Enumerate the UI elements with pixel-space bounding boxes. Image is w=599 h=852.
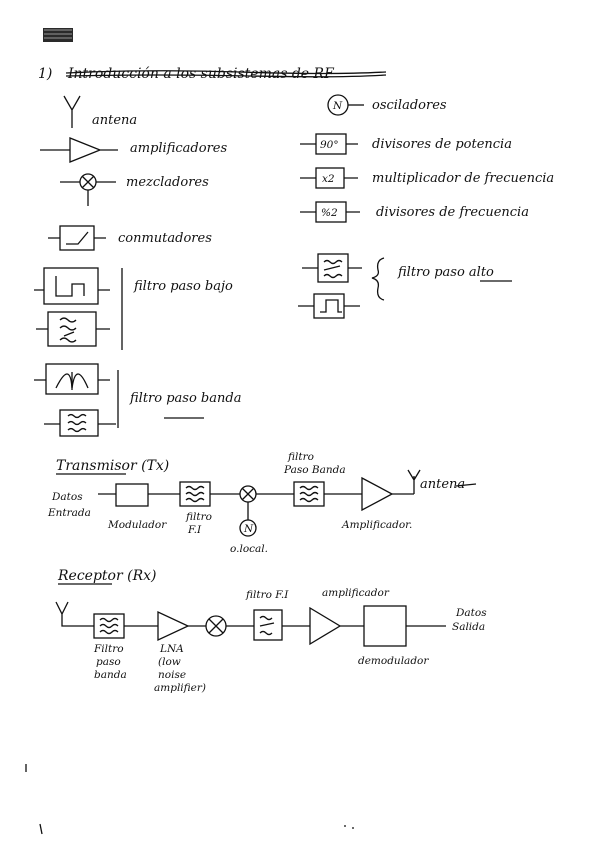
highpass-filter-icon — [298, 293, 360, 319]
rx-filtro-pb-label: Filtro — [93, 643, 124, 655]
mixer-icon — [205, 615, 227, 637]
demodulator-block — [363, 605, 407, 647]
multiplier-icon — [300, 167, 358, 189]
section-number: 1) — [38, 66, 52, 82]
label-divisores-frecuencia: divisores de frecuencia — [376, 205, 529, 220]
label-amplificadores: amplificadores — [130, 141, 227, 156]
tx-modulador-label: Modulador — [107, 519, 167, 531]
title-strike-line — [65, 70, 387, 75]
label-filtro-paso-bajo: filtro paso bajo — [133, 279, 233, 294]
switch-icon — [48, 225, 106, 251]
tx-osc-glyph: N — [243, 523, 254, 535]
bandpass-filter-block — [293, 481, 325, 507]
modulator-block — [115, 483, 149, 507]
div-glyph: 90° — [320, 139, 339, 151]
bandpass-filter-block — [93, 613, 125, 639]
tx-datos-entrada: Entrada — [47, 507, 91, 519]
osc-glyph: N — [332, 100, 343, 112]
antenna-tail — [455, 483, 477, 487]
rx-amplificador-label: amplificador — [322, 587, 390, 599]
rx-datos-salida: Salida — [452, 621, 485, 633]
transmisor-title: Transmisor (Tx) — [56, 458, 169, 474]
antenna-icon — [55, 601, 94, 627]
mixer-icon — [60, 173, 116, 206]
tx-filtro-pb-label: filtro — [287, 451, 314, 463]
rx-lna-label: (low — [158, 656, 181, 668]
power-divider-icon — [300, 133, 358, 155]
antenna-icon — [63, 95, 81, 128]
receptor-title: Receptor (Rx) — [57, 568, 156, 584]
rx-lna-label: noise — [158, 669, 186, 681]
if-filter-block — [253, 609, 283, 641]
oscillator-icon — [239, 519, 257, 537]
bandpass-filter-icon — [44, 409, 116, 437]
label-antena: antena — [92, 113, 137, 128]
label-filtro-paso-alto: filtro paso alto — [397, 265, 494, 280]
lowpass-filter-icon — [34, 267, 110, 305]
tx-filtro-fi-label: F.I — [187, 524, 202, 536]
stray-mark — [344, 825, 354, 829]
antenna-icon — [407, 469, 421, 494]
label-conmutadores: conmutadores — [118, 231, 212, 246]
divf-glyph: %2 — [321, 207, 338, 219]
tx-o-local-label: o.local. — [230, 543, 268, 555]
mixer-icon — [239, 485, 257, 520]
tx-datos-entrada: Datos — [51, 491, 83, 503]
amplifier-icon — [40, 137, 118, 163]
highpass-filter-icon — [302, 253, 362, 283]
tx-antena-label: antena — [420, 477, 465, 492]
label-multiplicador: multiplicador de frecuencia — [372, 171, 554, 186]
lna-amplifier-icon — [157, 610, 190, 642]
lowpass-filter-icon — [36, 311, 110, 347]
title-strike-line — [65, 74, 387, 78]
rx-demodulador-label: demodulador — [358, 655, 429, 667]
label-mezcladores: mezcladores — [126, 175, 209, 190]
rx-datos-salida: Datos — [455, 607, 487, 619]
tx-filtro-fi-label: filtro — [185, 511, 212, 523]
rx-lna-label: LNA — [159, 643, 184, 655]
rx-filtro-pb-label: paso — [96, 656, 121, 668]
label-filtro-paso-banda: filtro paso banda — [129, 391, 241, 406]
amplifier-icon — [361, 476, 394, 512]
section-title-struck: Introducción a los subsistemas de RF — [67, 66, 335, 82]
tx-amplificador-label: Amplificador. — [341, 519, 412, 531]
label-osciladores: osciladores — [372, 98, 447, 113]
scribble-block — [43, 28, 73, 42]
rx-filtro-pb-label: banda — [94, 669, 127, 681]
if-filter-block — [179, 481, 211, 507]
oscillator-icon — [327, 94, 364, 116]
tx-filtro-pb-label: Paso Banda — [283, 464, 346, 476]
mult-glyph: x2 — [322, 173, 335, 185]
bandpass-filter-icon — [34, 363, 110, 395]
stray-mark — [39, 823, 43, 835]
rx-lna-label: amplifier) — [154, 682, 206, 694]
label-divisores-potencia: divisores de potencia — [372, 137, 512, 152]
brace — [371, 257, 385, 301]
frequency-divider-icon — [300, 201, 360, 223]
amplifier-icon — [309, 606, 342, 646]
rx-filtro-fi-label: filtro F.I — [245, 589, 289, 601]
